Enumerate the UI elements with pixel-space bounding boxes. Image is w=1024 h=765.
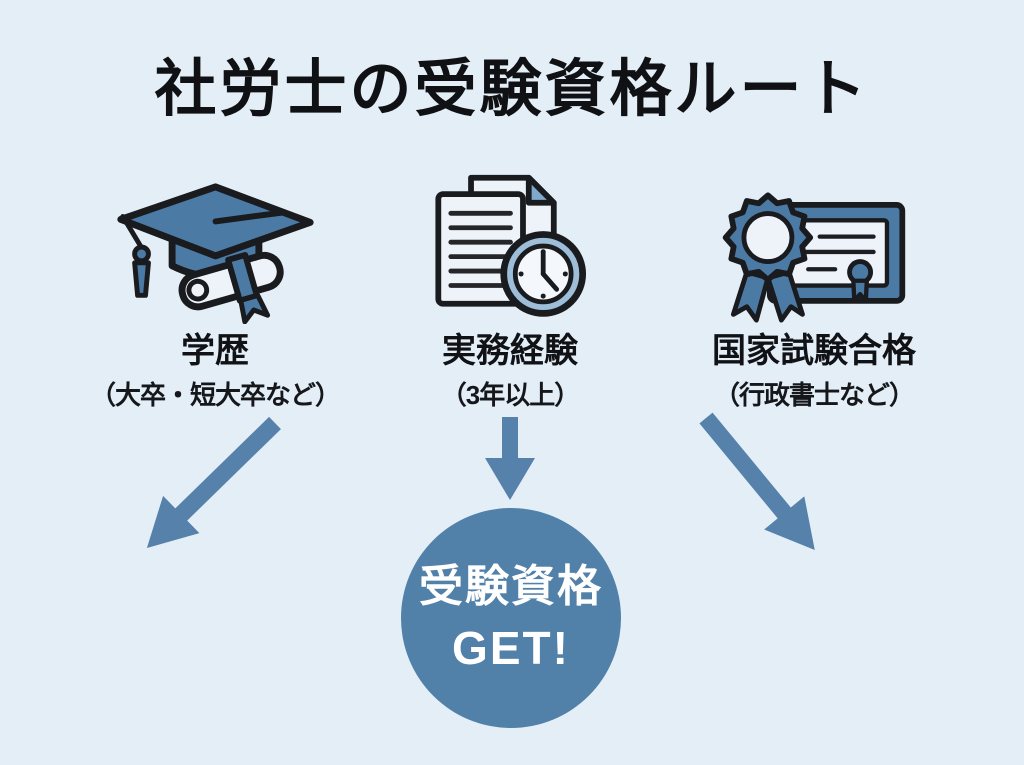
route-experience: 実務経験 （3年以上） <box>368 166 652 412</box>
arrow-right <box>699 412 815 550</box>
graduation-cap-diploma-icon <box>58 166 372 324</box>
certificate-rosette-icon <box>660 166 968 324</box>
route-experience-label: 実務経験 <box>442 332 578 370</box>
page-title: 社労士の受験資格ルート <box>154 55 870 124</box>
result-circle: 受験資格 GET! <box>401 508 621 728</box>
result-get-text: GET! <box>452 622 570 674</box>
route-education-sublabel: （大卒・短大卒など） <box>89 380 341 411</box>
arrow-center <box>485 417 535 500</box>
result-text: 受験資格 <box>419 562 603 611</box>
arrow-left <box>146 416 281 549</box>
documents-clock-icon <box>368 166 652 324</box>
route-national-exam-label: 国家試験合格 <box>712 332 916 370</box>
route-education: 学歴 （大卒・短大卒など） <box>58 166 372 412</box>
route-education-label: 学歴 <box>181 332 249 370</box>
route-national-exam-sublabel: （行政書士など） <box>713 380 915 411</box>
route-national-exam: 国家試験合格 （行政書士など） <box>660 166 968 412</box>
route-experience-sublabel: （3年以上） <box>440 380 580 411</box>
